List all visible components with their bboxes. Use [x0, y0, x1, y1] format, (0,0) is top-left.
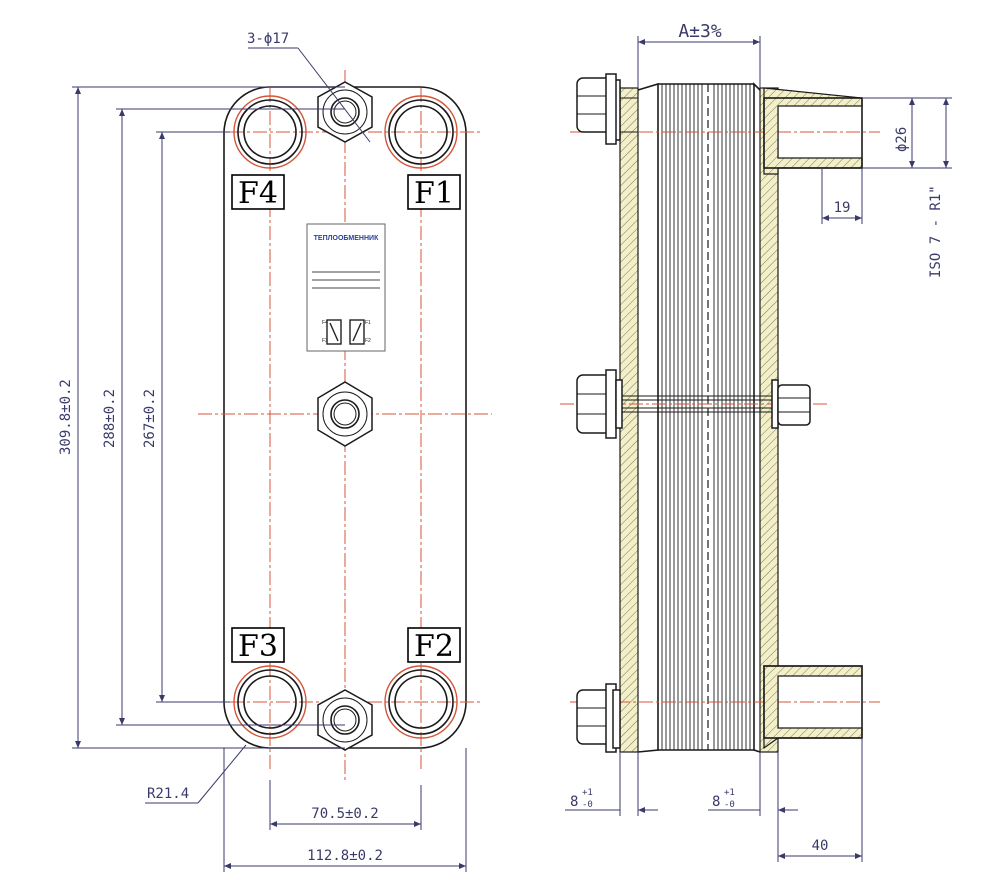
dim-conn-length-group: 40 [777, 738, 863, 862]
mini-port-f2: F2 [365, 338, 371, 344]
nameplate: ТЕПЛООБМЕННИК F4 F1 F3 F2 [306, 223, 386, 352]
port-label-f4: F4 [238, 176, 278, 211]
port-label-f1: F1 [414, 176, 454, 211]
connection-bottom [763, 665, 863, 750]
front-view: F4 F1 F3 F2 ТЕПЛООБМЕННИК F4 F1 F3 F2 [58, 31, 492, 872]
port-f4-ring [233, 95, 307, 169]
dim-plate-thk-right-tol-plus: +1 [724, 788, 735, 798]
nameplate-flow-icon: F4 F1 F3 F2 [322, 319, 371, 345]
dim-plate-thk-right-group: 8 +1 -0 [708, 752, 798, 816]
dim-plate-thk-right-tol-minus: -0 [724, 800, 735, 810]
dim-height-mid-group: 288±0.2 [102, 108, 345, 726]
port-label-f2: F2 [414, 629, 454, 664]
dim-height-mid: 288±0.2 [102, 389, 118, 448]
dim-plate-thk-left-group: 8 +1 -0 [565, 752, 658, 816]
bolt-nut-top [317, 81, 373, 143]
dim-diameter-group: ϕ26 [862, 97, 918, 169]
side-view: A±3% ϕ26 ISO 7 - R1" 19 [560, 21, 952, 862]
tie-bolt-middle [576, 369, 811, 439]
dim-height-total-group: 309.8±0.2 [58, 86, 345, 749]
nameplate-brand: ТЕПЛООБМЕННИК [314, 235, 379, 242]
mini-port-f1: F1 [365, 320, 371, 326]
plate-pack [637, 82, 761, 753]
dim-height-inner-group: 267±0.2 [142, 131, 230, 703]
dim-height-total: 309.8±0.2 [58, 379, 74, 455]
port-f1-ring [384, 95, 458, 169]
dim-height-inner: 267±0.2 [142, 389, 158, 448]
dim-stack-thickness: A±3% [678, 21, 722, 42]
bolt-nut-bottom [317, 689, 373, 751]
radius-leader [197, 744, 247, 804]
dim-plate-thk-left-tol-plus: +1 [582, 788, 593, 798]
hole-leader [297, 47, 371, 143]
mini-port-f3: F3 [322, 338, 328, 344]
port-f2-ring [384, 665, 458, 739]
dim-port-spacing-group: 70.5±0.2 [269, 780, 422, 830]
dim-width-total: 112.8±0.2 [307, 848, 383, 864]
dim-corner-radius: R21.4 [147, 786, 189, 802]
port-label-f3-box [231, 627, 285, 663]
dim-width-total-group: 112.8±0.2 [223, 748, 467, 872]
dim-thread-spec: ISO 7 - R1" [928, 185, 944, 278]
dim-port-spacing: 70.5±0.2 [311, 806, 378, 822]
dim-stack-group: A±3% [637, 21, 761, 88]
dim-conn-diameter: ϕ26 [894, 127, 910, 152]
tie-bolt-bottom [576, 683, 621, 753]
dim-thread-length-group: 19 [821, 168, 863, 224]
dim-plate-thk-left-tol-minus: -0 [582, 800, 593, 810]
dim-hole: 3-ϕ17 [247, 31, 289, 47]
port-label-f3: F3 [238, 629, 278, 664]
tie-bolt-top [576, 73, 639, 145]
dim-thread-length: 19 [834, 200, 851, 216]
port-label-f4-box [231, 174, 285, 210]
dim-conn-length: 40 [812, 838, 829, 854]
mini-port-f4: F4 [322, 320, 328, 326]
connection-top [763, 87, 863, 175]
dim-plate-thk-right: 8 [712, 794, 720, 810]
bolt-nut-middle [317, 381, 373, 447]
dim-plate-thk-left: 8 [570, 794, 578, 810]
port-label-f1-box [407, 174, 461, 210]
port-label-f2-box [407, 627, 461, 663]
port-f3-ring [233, 665, 307, 739]
thread-spec-group: ISO 7 - R1" [862, 97, 952, 278]
